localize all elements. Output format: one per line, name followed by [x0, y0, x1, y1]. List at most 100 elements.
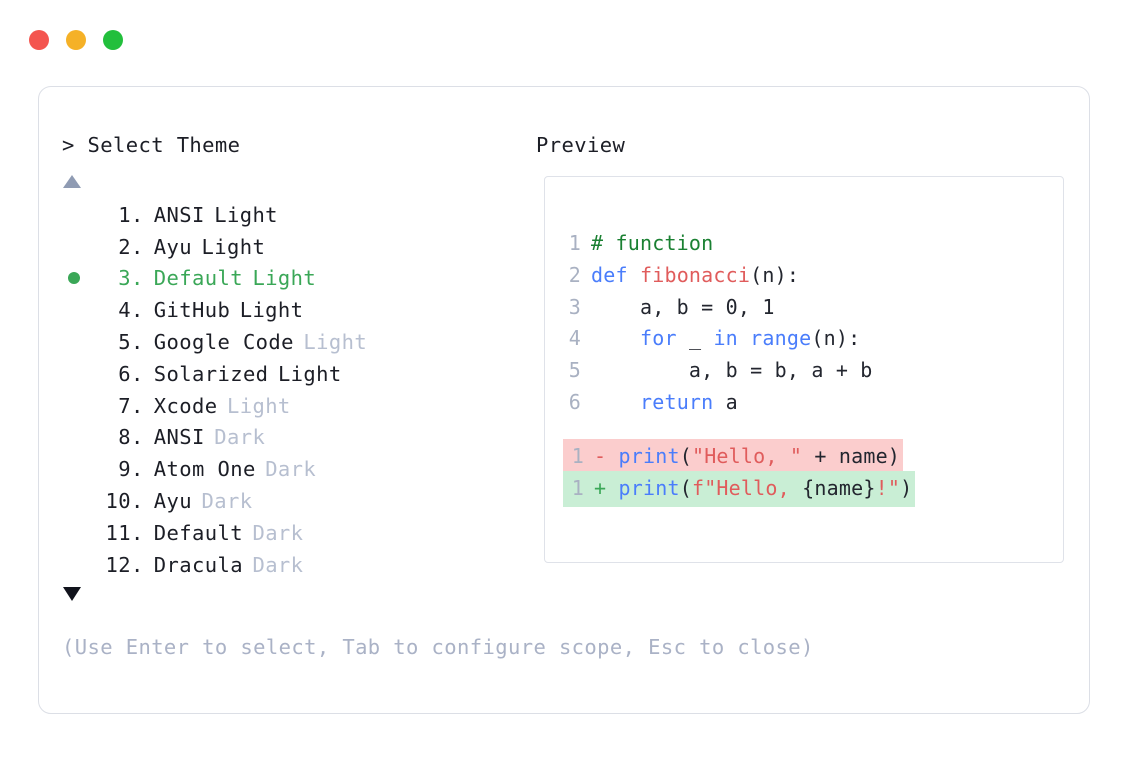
theme-item-separator: . — [131, 330, 144, 355]
theme-item-index: 12 — [105, 552, 131, 577]
preview-label: Preview — [536, 133, 626, 157]
diff-line-body: 1+ print(f"Hello, {name}!") — [563, 470, 916, 508]
theme-item-name: ANSI — [153, 425, 205, 450]
code-line: 5 a, b = b, a + b — [563, 355, 915, 387]
code-line: 3 a, b = 0, 1 — [563, 292, 915, 324]
theme-item-separator: . — [131, 393, 144, 418]
code-token: # function — [591, 231, 714, 255]
diff-sign: - — [594, 443, 619, 468]
diff-line: 1- print("Hello, " + name) — [563, 438, 915, 476]
code-token: for — [639, 326, 677, 351]
prompt-title-text: Select Theme — [87, 133, 241, 157]
theme-item-name: Ayu — [153, 489, 192, 514]
diff-line-number: 1 — [571, 475, 584, 500]
code-token: , — [737, 294, 763, 319]
theme-item-index: 2 — [118, 234, 131, 259]
keyboard-hint: (Use Enter to select, Tab to configure s… — [62, 635, 814, 659]
code-token: def — [591, 262, 640, 287]
theme-item-name: Google Code — [153, 330, 294, 355]
theme-item-variant: Light — [201, 234, 266, 259]
close-button[interactable] — [29, 30, 49, 50]
code-line-number: 5 — [568, 358, 581, 383]
triangle-up-icon[interactable] — [63, 175, 81, 188]
minimize-button[interactable] — [66, 30, 86, 50]
theme-item-separator: . — [131, 234, 144, 259]
page-title: > Select Theme — [62, 132, 240, 158]
theme-item-index: 10 — [105, 489, 131, 514]
code-line-number: 1 — [568, 231, 581, 255]
theme-item-index: 8 — [118, 425, 131, 450]
theme-item-separator: . — [131, 202, 144, 227]
code-token: print — [618, 443, 680, 468]
theme-item-name: Xcode — [153, 393, 218, 418]
triangle-down-icon[interactable] — [63, 587, 81, 601]
theme-item-name: Default — [153, 266, 243, 291]
code-token: range — [750, 326, 812, 351]
code-token: _ — [676, 326, 714, 351]
theme-item-separator: . — [131, 489, 144, 514]
code-token: ( — [679, 443, 692, 468]
code-token: 1 — [762, 294, 775, 319]
code-token: a, b = — [591, 294, 726, 319]
theme-item-variant: Light — [252, 266, 317, 291]
theme-item-variant: Dark — [214, 425, 266, 450]
theme-item-variant: Light — [214, 202, 278, 227]
theme-item-name: Dracula — [153, 552, 243, 577]
theme-item-variant: Light — [277, 361, 342, 386]
code-token: fibonacci — [639, 262, 751, 287]
theme-item-index: 11 — [105, 520, 131, 545]
maximize-button[interactable] — [103, 30, 123, 50]
theme-item-variant: Dark — [201, 489, 253, 514]
theme-item-name: Ayu — [153, 234, 192, 259]
code-line: 4 for _ in range(n): — [563, 323, 915, 355]
theme-item-index: 3 — [118, 266, 131, 291]
window-titlebar — [0, 0, 1129, 86]
code-line-number: 2 — [568, 262, 581, 287]
code-token: {name} — [802, 475, 876, 500]
selection-bullet-slot — [57, 272, 91, 285]
code-token: 0 — [725, 294, 738, 319]
theme-item-index: 7 — [118, 393, 131, 418]
code-token: a — [713, 389, 738, 414]
code-token: (n): — [811, 326, 861, 351]
theme-item-separator: . — [131, 361, 144, 386]
code-token: f"Hello, — [691, 475, 803, 500]
diff-line-body: 1- print("Hello, " + name) — [563, 438, 904, 476]
code-line: 6 return a — [563, 387, 915, 419]
code-token: in — [713, 326, 738, 351]
theme-list-item[interactable]: 10. Ayu Dark — [39, 485, 509, 517]
code-token: return — [639, 389, 714, 414]
theme-item-separator: . — [131, 520, 144, 545]
theme-item-separator: . — [131, 552, 144, 577]
code-token — [738, 326, 750, 350]
code-token: (n): — [750, 262, 800, 287]
theme-list-item[interactable]: 2. Ayu Light — [39, 231, 509, 263]
code-token: print — [618, 475, 680, 500]
window-controls — [29, 30, 123, 50]
code-spacer — [563, 419, 915, 441]
code-token: !" — [875, 475, 901, 500]
diff-sign: + — [594, 475, 619, 500]
prompt-symbol: > — [62, 133, 75, 157]
theme-item-name: GitHub — [153, 298, 231, 323]
theme-item-variant: Light — [239, 298, 304, 323]
theme-item-separator: . — [131, 457, 144, 482]
code-token — [591, 390, 640, 414]
theme-item-index: 4 — [118, 298, 131, 323]
diff-line-number: 1 — [571, 443, 584, 468]
theme-item-index: 5 — [118, 330, 131, 355]
code-line-number: 6 — [568, 389, 581, 414]
